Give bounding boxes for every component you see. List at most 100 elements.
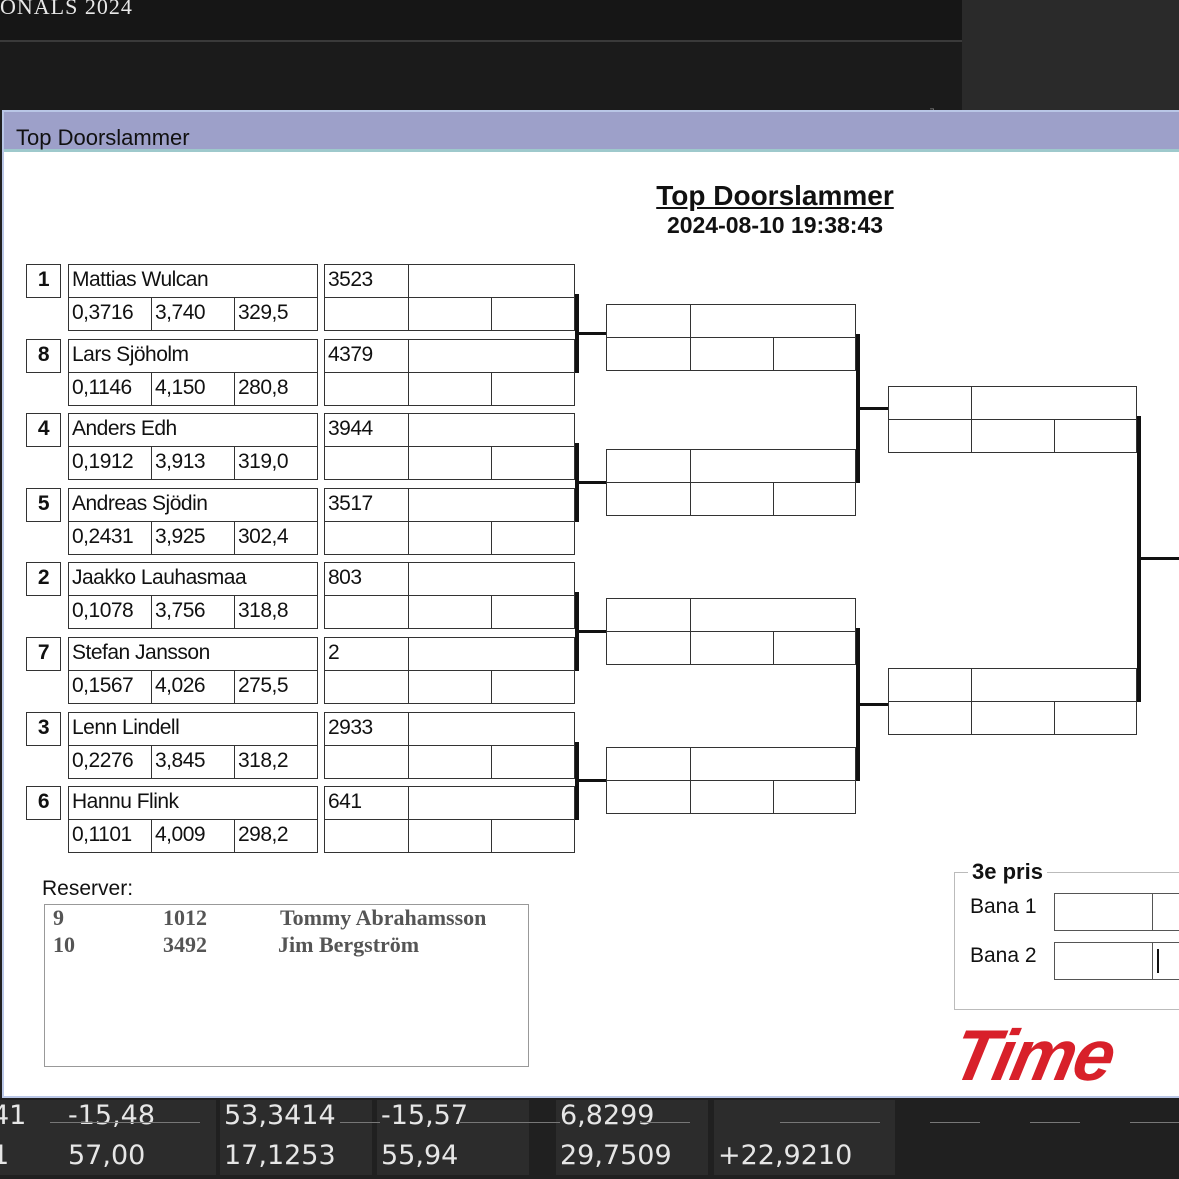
round2-field[interactable] — [690, 747, 856, 781]
window-title: Top Doorslammer — [16, 125, 190, 150]
round2-field[interactable] — [690, 631, 775, 665]
result-field[interactable] — [408, 264, 575, 298]
lane1-field[interactable] — [1054, 893, 1154, 931]
round2-field[interactable] — [773, 337, 856, 371]
lane2-field-2[interactable] — [1152, 942, 1179, 980]
round2-field[interactable] — [606, 780, 692, 814]
round2-field[interactable] — [606, 304, 692, 338]
speed: 318,2 — [234, 745, 318, 779]
result-field[interactable] — [324, 670, 410, 704]
lane1-field-2[interactable] — [1152, 893, 1179, 931]
result-field[interactable] — [491, 670, 575, 704]
driver-name: Jaakko Lauhasmaa — [68, 562, 318, 596]
driver-name: Lenn Lindell — [68, 712, 318, 746]
results-cell: -15,57 — [381, 1100, 469, 1131]
bracket-connector — [856, 334, 860, 483]
round2-field[interactable] — [773, 780, 856, 814]
car-number: 3944 — [324, 413, 410, 447]
round2-field[interactable] — [690, 598, 856, 632]
third-place-group — [954, 872, 1179, 1010]
round2-field[interactable] — [606, 482, 692, 516]
result-field[interactable] — [491, 819, 575, 853]
car-number: 803 — [324, 562, 410, 596]
seed-number: 1 — [26, 264, 61, 298]
result-field[interactable] — [324, 372, 410, 406]
car-number: 3517 — [324, 488, 410, 522]
result-field[interactable] — [324, 595, 410, 629]
bracket-connector — [575, 443, 579, 522]
reserve-number: 1012 — [163, 905, 207, 930]
reaction-time: 0,1146 — [68, 372, 153, 406]
result-field[interactable] — [324, 521, 410, 555]
semifinal-field[interactable] — [888, 419, 973, 453]
elapsed-time: 3,925 — [151, 521, 236, 555]
result-field[interactable] — [408, 786, 575, 820]
result-field[interactable] — [408, 339, 575, 373]
semifinal-field[interactable] — [971, 701, 1056, 735]
background-title: ONALS 2024 — [0, 0, 133, 19]
car-number: 2 — [324, 637, 410, 671]
semifinal-field[interactable] — [888, 386, 973, 420]
result-field[interactable] — [324, 446, 410, 480]
round2-field[interactable] — [606, 449, 692, 483]
result-field[interactable] — [491, 297, 575, 331]
reaction-time: 0,1567 — [68, 670, 153, 704]
semifinal-field[interactable] — [1054, 701, 1137, 735]
round2-field[interactable] — [773, 482, 856, 516]
semifinal-field[interactable] — [971, 386, 1137, 420]
background-right-panel — [962, 0, 1179, 112]
result-field[interactable] — [408, 372, 493, 406]
result-field[interactable] — [408, 595, 493, 629]
elapsed-time: 4,026 — [151, 670, 236, 704]
result-field[interactable] — [491, 372, 575, 406]
window-titlebar[interactable]: Top Doorslammer — [4, 112, 1179, 152]
result-field[interactable] — [408, 670, 493, 704]
result-field[interactable] — [324, 819, 410, 853]
round2-field[interactable] — [690, 449, 856, 483]
result-field[interactable] — [408, 819, 493, 853]
round2-field[interactable] — [606, 598, 692, 632]
result-field[interactable] — [324, 745, 410, 779]
result-field[interactable] — [491, 521, 575, 555]
semifinal-field[interactable] — [971, 668, 1137, 702]
round2-field[interactable] — [690, 482, 775, 516]
result-field[interactable] — [408, 521, 493, 555]
bracket-connector — [575, 294, 579, 373]
round2-field[interactable] — [773, 631, 856, 665]
result-field[interactable] — [408, 745, 493, 779]
row-underline — [780, 1122, 880, 1123]
result-field[interactable] — [491, 595, 575, 629]
semifinal-field[interactable] — [888, 701, 973, 735]
round2-field[interactable] — [690, 337, 775, 371]
speed: 302,4 — [234, 521, 318, 555]
result-field[interactable] — [408, 446, 493, 480]
bracket-connector — [579, 481, 607, 484]
round2-field[interactable] — [690, 304, 856, 338]
background-panel: ┐ — [0, 42, 962, 115]
elapsed-time: 4,150 — [151, 372, 236, 406]
result-field[interactable] — [408, 413, 575, 447]
round2-field[interactable] — [606, 337, 692, 371]
bracket-connector — [860, 407, 888, 410]
semifinal-field[interactable] — [971, 419, 1056, 453]
driver-name: Anders Edh — [68, 413, 318, 447]
semifinal-field[interactable] — [888, 668, 973, 702]
result-field[interactable] — [408, 488, 575, 522]
result-field[interactable] — [324, 297, 410, 331]
bracket-datetime: 2024-08-10 19:38:43 — [666, 212, 884, 238]
round2-field[interactable] — [606, 631, 692, 665]
lane2-field[interactable] — [1054, 942, 1154, 980]
result-field[interactable] — [491, 745, 575, 779]
round2-field[interactable] — [606, 747, 692, 781]
result-field[interactable] — [408, 637, 575, 671]
result-field[interactable] — [408, 712, 575, 746]
results-cell: 41 — [0, 1100, 27, 1131]
semifinal-field[interactable] — [1054, 419, 1137, 453]
result-field[interactable] — [408, 297, 493, 331]
result-field[interactable] — [491, 446, 575, 480]
result-field[interactable] — [408, 562, 575, 596]
round2-field[interactable] — [690, 780, 775, 814]
driver-name: Hannu Flink — [68, 786, 318, 820]
car-number: 4379 — [324, 339, 410, 373]
reserves-list[interactable]: 9 1012 Tommy Abrahamsson 10 3492 Jim Ber… — [44, 904, 529, 1067]
